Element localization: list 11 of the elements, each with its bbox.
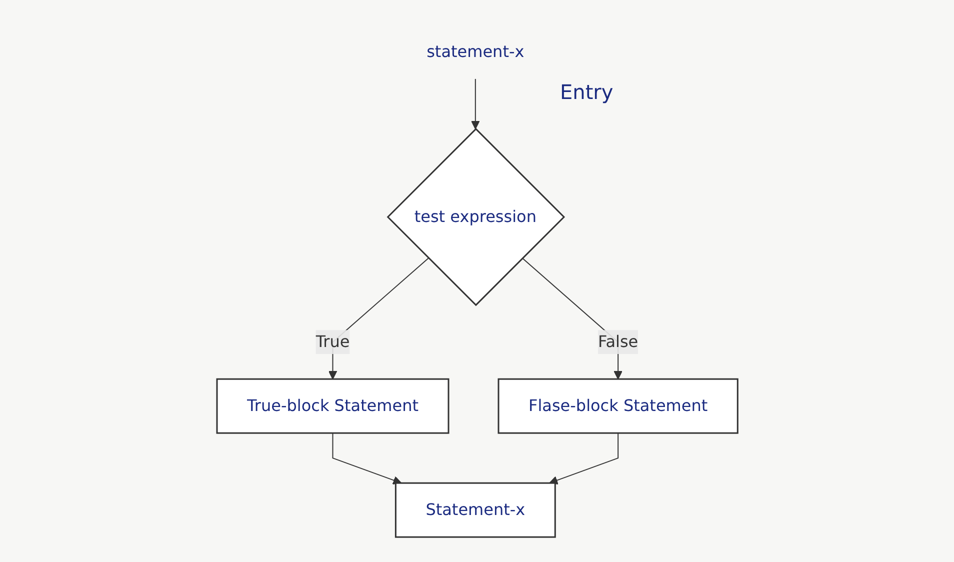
edge-label: False xyxy=(598,332,638,352)
arrow xyxy=(470,78,480,130)
arrow xyxy=(332,432,402,484)
node-box: True-block Statement xyxy=(216,378,449,434)
edge-label: True xyxy=(315,332,350,352)
node-box: Statement-x xyxy=(394,482,556,538)
node-diamond: test expression xyxy=(386,128,565,306)
entry-note: Entry xyxy=(560,80,614,104)
node-box: Flase-block Statement xyxy=(497,378,738,434)
arrow xyxy=(548,432,618,484)
node-text: statement-x xyxy=(426,42,524,61)
